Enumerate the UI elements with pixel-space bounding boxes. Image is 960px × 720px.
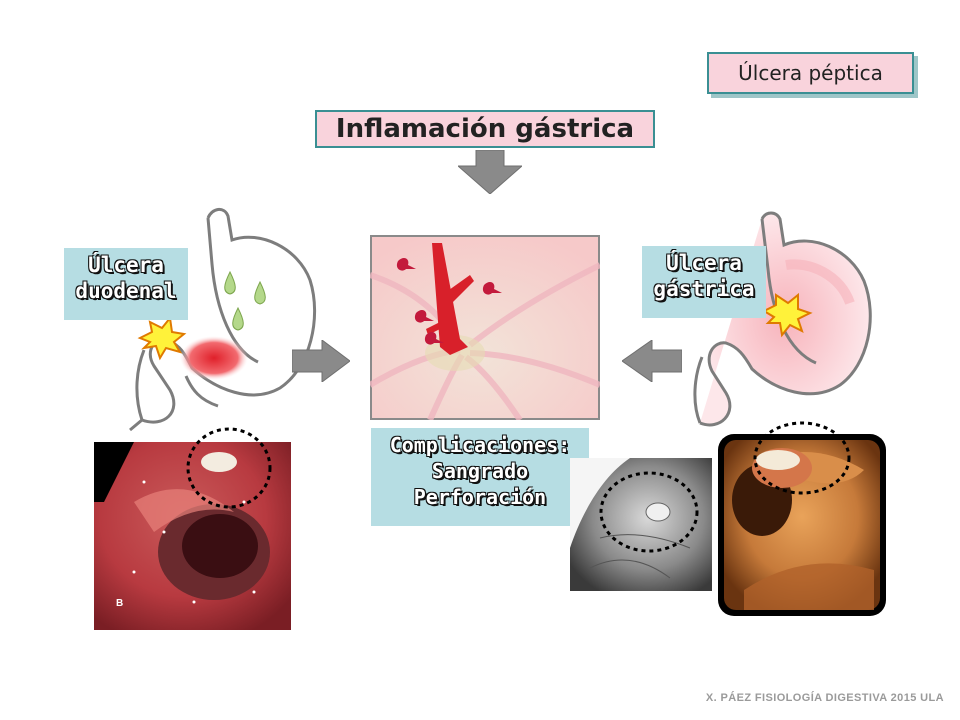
stomach-duodenal-illustration bbox=[129, 208, 317, 432]
duodenal-endoscopy-photo: B bbox=[94, 442, 291, 630]
ulcer-flash-icon bbox=[761, 292, 813, 338]
panel-letter: B bbox=[116, 598, 123, 609]
ulcer-highlight-circle bbox=[186, 427, 272, 509]
stomach-gastric-illustration bbox=[693, 211, 872, 427]
duodenal-ulcer-line2: duodenal bbox=[75, 279, 177, 303]
arrow-down-icon bbox=[458, 150, 522, 194]
ulcer-highlight-circle bbox=[599, 471, 699, 553]
perforation-xray-photo bbox=[570, 458, 712, 591]
arrow-left-icon bbox=[622, 340, 682, 382]
complication-perforation: Perforación bbox=[413, 485, 547, 509]
complication-bleeding: Sangrado bbox=[431, 459, 529, 483]
ulcer-highlight-circle bbox=[753, 421, 851, 495]
complications-box: Complicaciones: Sangrado Perforación bbox=[371, 428, 589, 526]
gastric-endoscopy-photo bbox=[724, 440, 880, 610]
topic-badge: Úlcera péptica bbox=[707, 52, 914, 94]
gastric-mucosa-illustration bbox=[370, 235, 600, 420]
duodenal-ulcer-line1: Úlcera bbox=[88, 253, 164, 277]
gastric-ulcer-label: Úlcera gástrica bbox=[642, 246, 766, 318]
gastric-ulcer-line1: Úlcera bbox=[666, 251, 742, 275]
arrow-right-icon bbox=[292, 340, 350, 382]
ulcer-flash-icon bbox=[137, 315, 187, 361]
acid-drop-icon bbox=[224, 270, 266, 331]
duodenal-ulcer-label: Úlcera duodenal bbox=[64, 248, 188, 320]
gastric-endoscopy-frame bbox=[718, 434, 886, 616]
page-title: Inflamación gástrica bbox=[315, 110, 655, 148]
complications-heading: Complicaciones: bbox=[389, 433, 571, 457]
footer-credit: X. PÁEZ FISIOLOGÍA DIGESTIVA 2015 ULA bbox=[705, 692, 944, 704]
gastric-ulcer-line2: gástrica bbox=[653, 277, 755, 301]
